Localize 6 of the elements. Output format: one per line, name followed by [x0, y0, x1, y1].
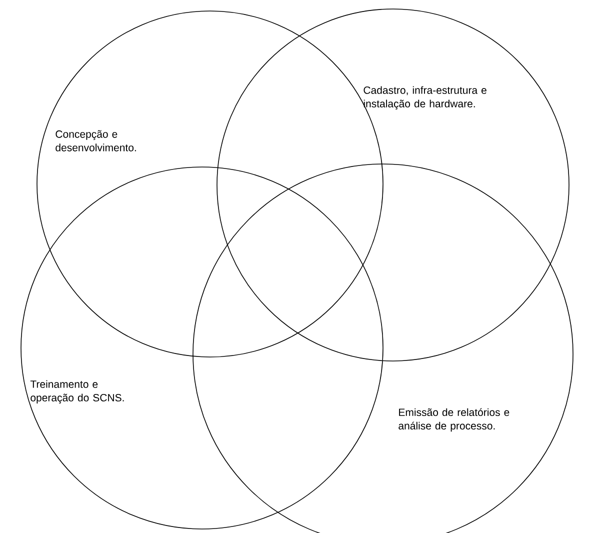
circle-label: Emissão de relatórios e análise de processo. — [398, 408, 510, 432]
circle — [20, 166, 384, 530]
circle-label: Cadastro, infra-estrutura e instalação de hardware. — [364, 86, 486, 110]
circle-label: Concepção e desenvolvimento. — [56, 130, 136, 152]
circle — [216, 8, 570, 362]
circle-label: Treinamento e operação do SCNS. — [30, 380, 124, 404]
